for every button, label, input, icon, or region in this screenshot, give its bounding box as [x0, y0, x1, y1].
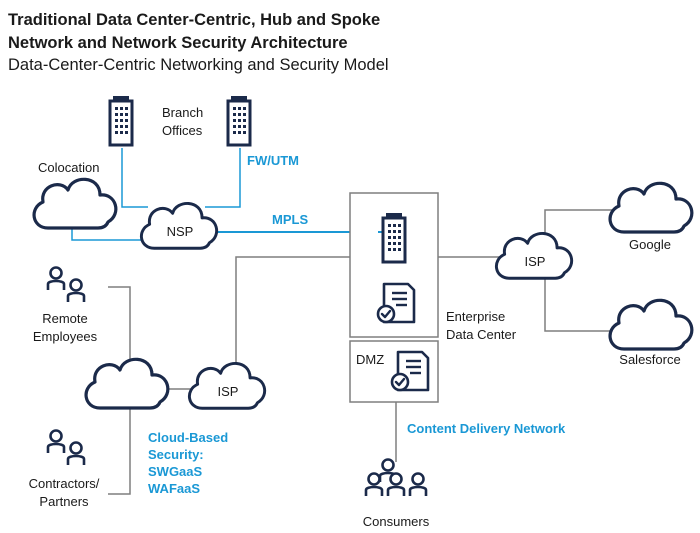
branch-building-left-icon [108, 94, 134, 147]
branch-offices-label-2: Offices [162, 123, 203, 138]
dmz-label: DMZ [356, 352, 384, 367]
isp-to-google-link [544, 209, 620, 238]
consumers-label: Consumers [363, 514, 430, 529]
contractors-label-2: Partners [39, 494, 89, 509]
isp-right-label: ISP [525, 254, 546, 269]
colocation-cloud-icon [32, 177, 118, 230]
dc-policy-doc-icon [376, 282, 416, 324]
salesforce-cloud-icon [608, 298, 694, 351]
enterprise-dc-label-1: Enterprise [446, 309, 505, 324]
consumers-icon [364, 458, 428, 498]
contractors-icon [46, 429, 86, 467]
google-cloud-icon [608, 181, 694, 234]
mpls-label: MPLS [272, 212, 308, 227]
subtitle: Data-Center-Centric Networking and Secur… [8, 56, 389, 74]
cloud-security-label-2: Security: [148, 447, 204, 462]
dc-building-icon [381, 211, 407, 264]
branch-offices-label-1: Branch [162, 105, 203, 120]
title-line-2: Network and Network Security Architectur… [8, 34, 348, 52]
enterprise-dc-label-2: Data Center [446, 327, 517, 342]
cloud-security-cloud-icon [84, 357, 170, 410]
cloud-security-label-3: SWGaaS [148, 464, 203, 479]
branch-right-link [205, 148, 241, 208]
isp-left-label: ISP [218, 384, 239, 399]
branch-building-right-icon [226, 94, 252, 147]
remote-employees-label-2: Employees [33, 329, 98, 344]
connectors [71, 148, 620, 495]
cloud-security-label-1: Cloud-Based [148, 430, 228, 445]
dmz-doc-icon [390, 350, 430, 392]
colocation-link [71, 228, 145, 241]
cloud-security-label-4: WAFaaS [148, 481, 200, 496]
remote-employees-icon [46, 266, 86, 304]
nsp-label: NSP [167, 224, 194, 239]
remote-employees-label-1: Remote [42, 311, 88, 326]
contractors-label-1: Contractors/ [29, 476, 100, 491]
branch-left-link [121, 148, 148, 208]
google-label: Google [629, 237, 671, 252]
fw-utm-label: FW/UTM [247, 153, 299, 168]
title-line-1: Traditional Data Center-Centric, Hub and… [8, 11, 380, 29]
isp-to-salesforce-link [544, 278, 620, 332]
cdn-label: Content Delivery Network [407, 421, 566, 436]
isp-left-to-dc-link [235, 256, 350, 362]
salesforce-label: Salesforce [619, 352, 680, 367]
colocation-label: Colocation [38, 160, 99, 175]
